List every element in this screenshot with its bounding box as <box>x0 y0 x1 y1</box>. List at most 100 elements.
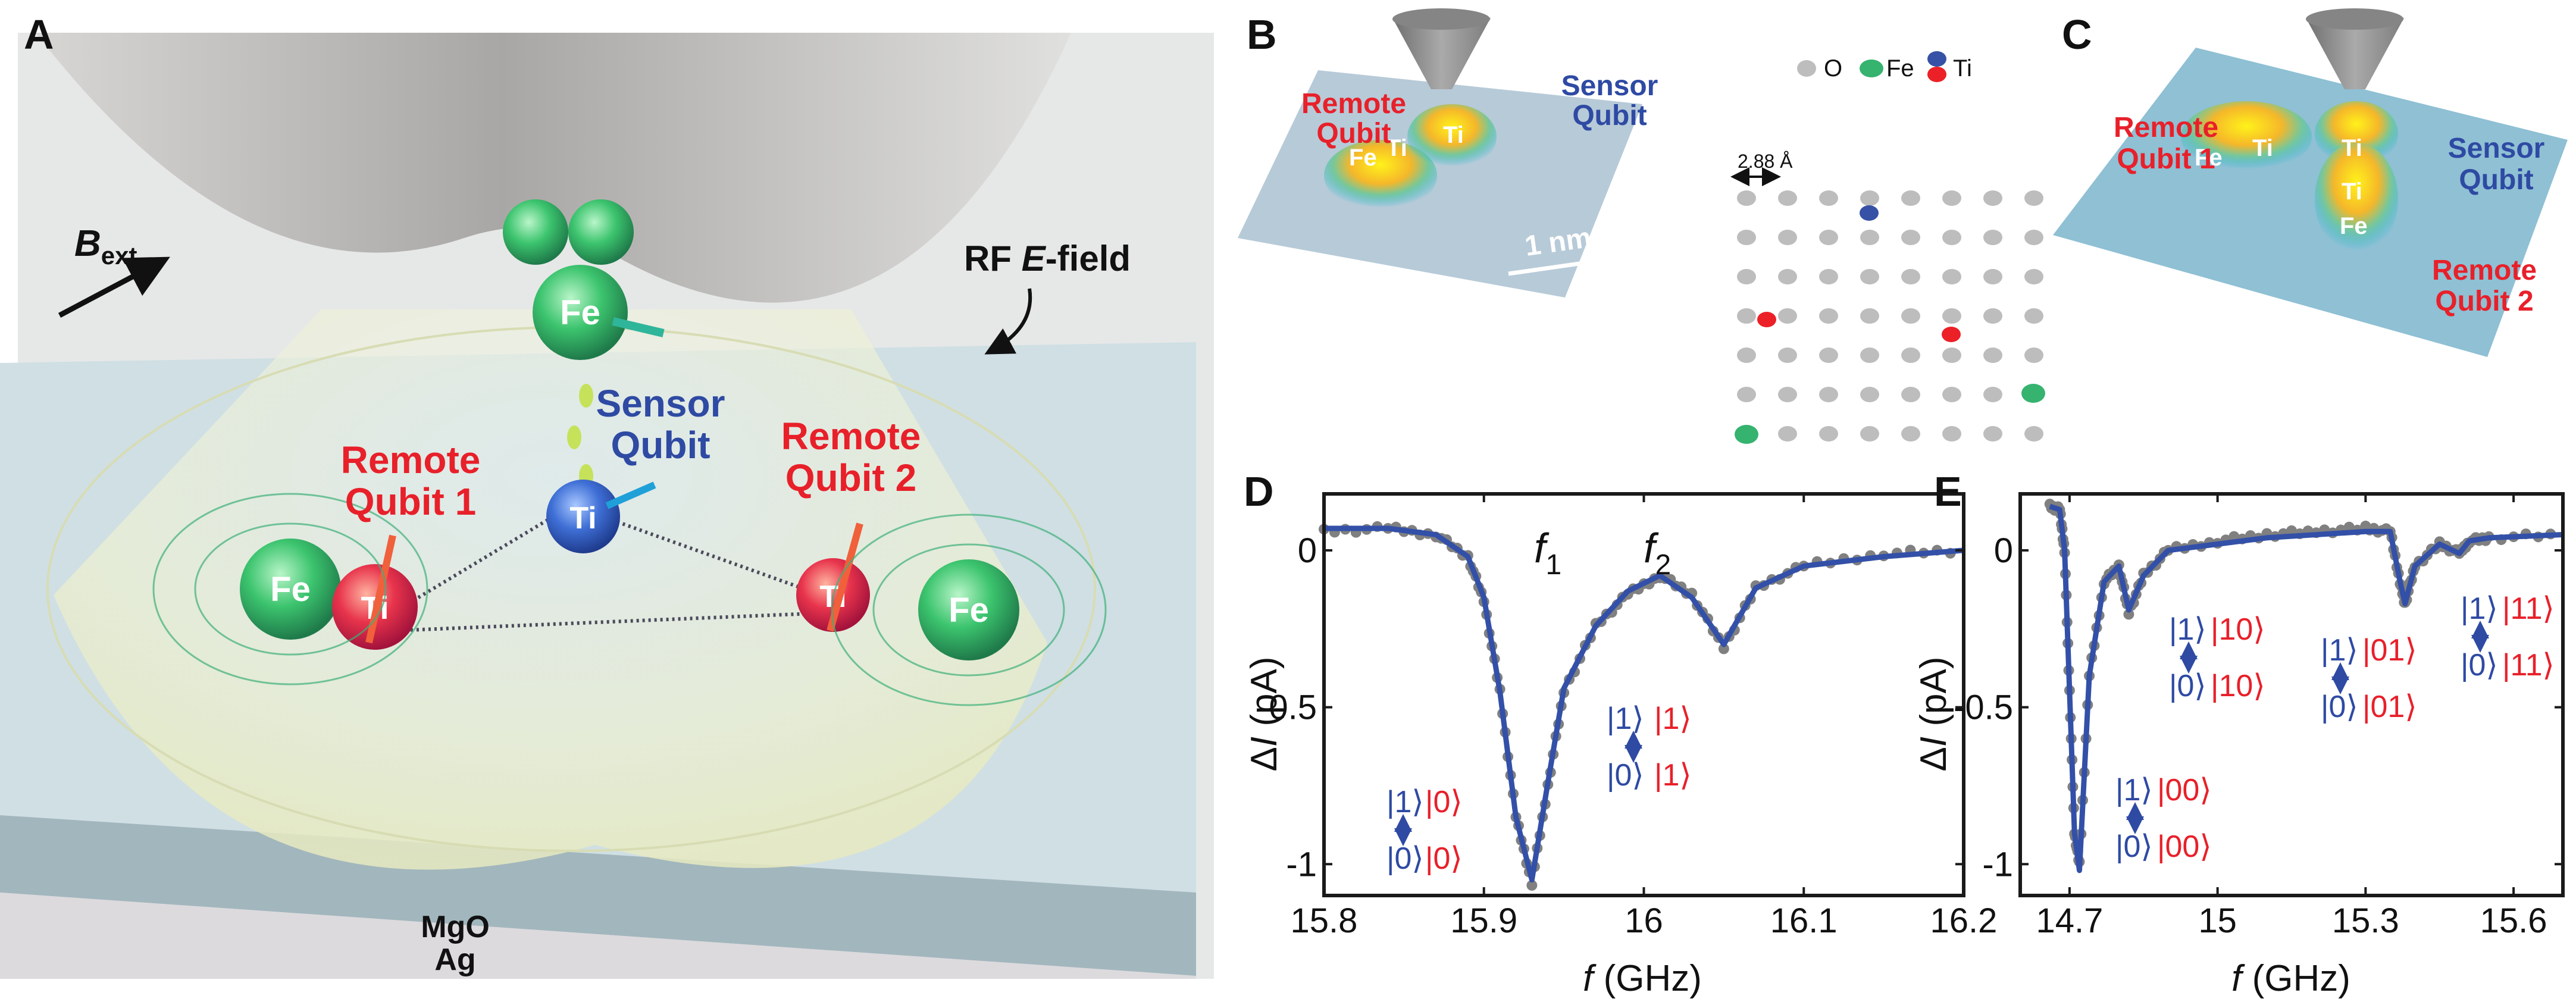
lattice-o-atom <box>1901 308 1920 324</box>
lattice-o-atom <box>1778 426 1797 442</box>
data-point <box>2123 609 2134 620</box>
ti-sensor-label: Ti <box>569 501 596 536</box>
d-annotation-f1: |1⟩ |0⟩ |0⟩ |0⟩ <box>1386 785 1463 876</box>
ket-sensor-0: |0⟩ <box>1386 841 1424 876</box>
lattice-o-atom <box>1737 269 1756 284</box>
c-remote1-line1: Remote <box>2114 112 2218 143</box>
lattice-o-atom <box>1860 347 1879 363</box>
lattice-o-atom <box>1819 387 1838 402</box>
lattice-spacing-label: 2.88 Å <box>1738 151 1793 172</box>
lattice-o-atom <box>1983 190 2002 206</box>
c-remote2-line1: Remote <box>2432 255 2537 286</box>
lattice-o-atom <box>1860 426 1879 442</box>
fe-ti-bump <box>1324 140 1437 211</box>
fe-atom-left <box>240 538 341 640</box>
legend-fe-label: Fe <box>1886 55 1914 82</box>
ket-remote-11: |11⟩ <box>2502 591 2555 626</box>
lattice-ti-remote-1 <box>1757 312 1776 327</box>
stm-surface <box>1238 70 1642 298</box>
c-tip-cone-top <box>2306 8 2403 30</box>
ket-remote-01: |01⟩ <box>2362 633 2417 668</box>
fe-atom-right <box>918 559 1019 660</box>
lattice-o-atom <box>1983 426 2002 442</box>
ket-remote-0: |0⟩ <box>1425 841 1463 876</box>
panel-a: Fe Fe Ti Ti Ti Fe A Bext RF E-field Sens <box>0 11 1214 979</box>
y-tick-label: -1 <box>1982 845 2013 884</box>
fe-left-label: Fe <box>270 570 311 609</box>
spring-coupling <box>392 504 828 633</box>
fit-line <box>2049 503 2564 873</box>
c-remote1-line2: Qubit 1 <box>2117 143 2215 175</box>
c-sensor-line1: Sensor <box>2448 133 2545 164</box>
tip-fe-atom-2 <box>568 199 634 265</box>
sensor-qubit-label-line1: Sensor <box>596 382 725 425</box>
rf-field-cone <box>54 309 1047 870</box>
ket-remote-0: |0⟩ <box>1425 785 1463 819</box>
f1-label: f1 <box>1534 525 1561 581</box>
panel-c-label: C <box>2062 11 2092 58</box>
ket-remote-00: |00⟩ <box>2157 773 2212 807</box>
lattice-o-atom <box>1942 190 1961 206</box>
d-xlabel: f (GHz) <box>1583 958 1702 999</box>
lattice-o-atom <box>2024 190 2043 206</box>
remote-qubit-2-label-line2: Qubit 2 <box>785 456 916 499</box>
b-fe-label: Fe <box>1349 145 1377 171</box>
panel-e-label: E <box>1934 468 1962 515</box>
rf-efield-arrow <box>984 288 1032 355</box>
lattice-o-atom <box>1819 308 1838 324</box>
lattice-o-atom <box>1778 308 1797 324</box>
ket-remote-00: |00⟩ <box>2157 829 2212 864</box>
c-sensor-bump <box>2315 101 2398 167</box>
b-remote-qubit-line2: Qubit <box>1316 118 1391 149</box>
y-tick-label: 0 <box>1994 531 2013 570</box>
ket-sensor-0: |0⟩ <box>1607 758 1644 793</box>
legend-ti-red-icon <box>1927 67 1946 82</box>
lattice-fe-left <box>1735 425 1758 444</box>
panel-c: C Fe Ti Ti Ti Fe Remote Qubit 1 Sensor Q… <box>2053 8 2568 440</box>
c-ti-sensor-label: Ti <box>2342 135 2362 161</box>
legend-fe-icon <box>1860 60 1883 77</box>
b-sensor-qubit-line1: Sensor <box>1561 70 1658 102</box>
tip-cone-icon <box>1392 18 1491 89</box>
b-scale-bar <box>1508 259 1592 276</box>
panel-a-label: A <box>24 11 54 58</box>
b-remote-qubit-line1: Remote <box>1301 88 1406 120</box>
ket-sensor-1: |1⟩ <box>1607 702 1644 736</box>
lattice-fe-right <box>2021 384 2045 403</box>
lattice-o-atom <box>1942 426 1961 442</box>
remote-qubit-1-label-line1: Remote <box>341 439 481 481</box>
lattice-o-atom <box>1860 387 1879 402</box>
ket-sensor-1: |1⟩ <box>2461 591 2498 626</box>
e-annotation-10: |1⟩ |10⟩ |0⟩ |10⟩ <box>2169 612 2265 703</box>
lattice-o-atom <box>1983 347 2002 363</box>
tip-cone-top <box>1392 8 1490 30</box>
b-ti-remote-label: Ti <box>1386 135 1407 161</box>
remote-qubit-1-label-line2: Qubit 1 <box>345 480 476 523</box>
x-tick-label: 15 <box>2198 901 2237 940</box>
legend-ti-blue-icon <box>1927 51 1946 67</box>
ti-sensor-bump <box>1407 104 1497 170</box>
lattice-o-atom <box>1819 347 1838 363</box>
lattice-diagram: O Fe Ti 2.88 Å <box>1730 51 2045 444</box>
lattice-o-atom <box>1819 269 1838 284</box>
panel-b: B Fe Ti Ti Remote Qubit Sensor Qubit 1 n… <box>1238 8 1658 298</box>
c-fe-2-label: Fe <box>2340 213 2368 239</box>
lattice-o-atom <box>1983 269 2002 284</box>
y-tick-label: -0.5 <box>1257 688 1317 727</box>
lattice-o-atom <box>1901 426 1920 442</box>
data-point <box>1718 643 1729 655</box>
remote1-spin-arrow <box>365 534 396 644</box>
drip-icon <box>567 425 581 449</box>
e-annotation-01: |1⟩ |01⟩ |0⟩ |01⟩ <box>2321 633 2417 724</box>
f2-label: f2 <box>1644 525 1671 581</box>
lattice-o-atom <box>2024 347 2043 363</box>
panel-d-label: D <box>1244 468 1274 515</box>
lattice-o-atom <box>1737 308 1756 324</box>
lattice-o-atom <box>1901 347 1920 363</box>
rf-efield-label: RF E-field <box>964 239 1131 278</box>
lattice-o-atom <box>1778 230 1797 245</box>
